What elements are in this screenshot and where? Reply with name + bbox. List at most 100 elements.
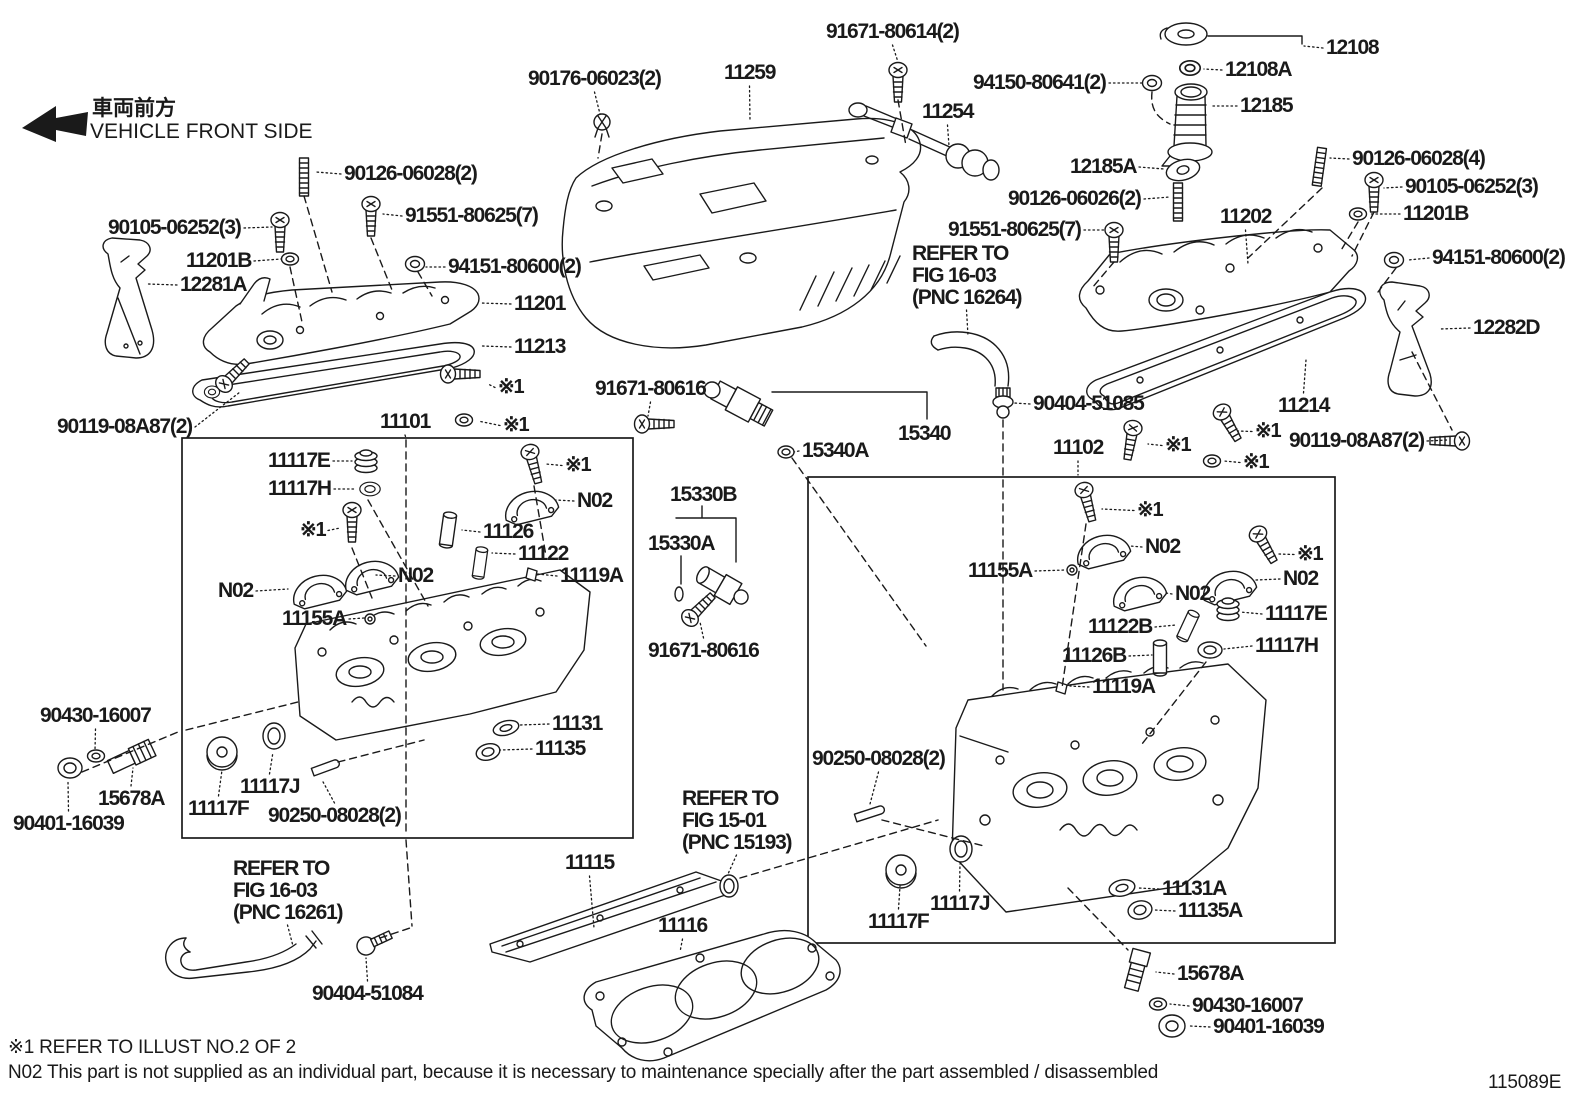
part-label-11201B-r: 11201B (1403, 202, 1469, 225)
leader-11119A-r (1069, 685, 1090, 688)
leader-91551-80625-7-l (382, 213, 403, 217)
leader-90126-06028-2 (315, 171, 342, 175)
leader-90401-16039-r (1189, 1025, 1211, 1028)
right-part-box (807, 476, 1336, 944)
part-label-11155A-r: 11155A (968, 559, 1033, 582)
leader-12282D (1439, 327, 1471, 330)
cover-gasket-11214 (1086, 287, 1367, 411)
part-label-11102: 11102 (1053, 436, 1104, 459)
leader-x1-e (1223, 460, 1241, 464)
part-label-x1-f: ※1 (1137, 499, 1164, 521)
part-label-x1-g: ※1 (1297, 543, 1324, 565)
hose-16264 (930, 331, 1014, 419)
part-label-15330A: 15330A (648, 532, 716, 555)
leader-x1-a (487, 383, 496, 389)
part-label-x1-e: ※1 (1243, 451, 1270, 473)
part-label-11155A-l: 11155A (282, 607, 347, 630)
leader-91671-80616-b (699, 621, 705, 639)
part-label-90176-06023-2: 90176-06023(2) (528, 67, 662, 90)
leader-11126 (461, 529, 481, 533)
leader-n02-l3 (375, 574, 396, 577)
part-label-n02-r3: N02 (1283, 567, 1319, 590)
leader-15678A-l (130, 767, 134, 787)
part-label-11254: 11254 (922, 100, 974, 123)
leader-x1-g (1277, 553, 1295, 556)
part-label-90105-06252-3-r: 90105-06252(3) (1405, 175, 1539, 198)
part-label-11117H-r: 11117H (1255, 634, 1319, 657)
part-label-11117F-r: 11117F (868, 910, 930, 933)
leader-x1-b (477, 420, 501, 427)
part-label-90430-16007-l: 90430-16007 (40, 704, 152, 727)
leader-ref-16261 (286, 924, 294, 947)
part-label-x1-d: ※1 (1255, 420, 1282, 442)
part-label-n02-l2: N02 (218, 579, 254, 602)
part-label-12185A: 12185A (1070, 155, 1138, 178)
cylinder-head-left-11101 (294, 569, 591, 741)
leader-11115 (588, 875, 595, 929)
part-label-15678A-l: 15678A (98, 787, 166, 810)
leader-11214 (1302, 359, 1307, 394)
leader-90250-08028-2-r (869, 771, 880, 805)
leader-n02-r2 (1165, 592, 1173, 595)
part-label-91671-80616-b: 91671-80616 (648, 639, 760, 662)
leader-11131A (1137, 887, 1160, 890)
right-lower-small-parts (1123, 947, 1186, 1038)
leader-11117F-r (897, 885, 901, 910)
leader-90401-16039-l (67, 781, 70, 812)
part-label-11131: 11131 (552, 712, 603, 735)
leader-x1-i (545, 463, 563, 467)
part-label-11131A: 11131A (1162, 877, 1227, 900)
leader-90176-06023-2 (593, 91, 601, 115)
leader-11117F-l (217, 769, 223, 797)
part-label-11201B-l: 11201B (186, 249, 252, 272)
leader-11117J-r (958, 863, 961, 892)
part-label-11117E-l: 11117E (268, 449, 331, 472)
leader-90430-16007-r (1169, 1003, 1190, 1007)
leader-11155A-r (1034, 569, 1067, 572)
part-label-90126-06028-4: 90126-06028(4) (1352, 147, 1486, 170)
part-label-x1-c: ※1 (1165, 434, 1192, 456)
part-label-11115: 11115 (565, 851, 615, 874)
leader-90430-16007-l (94, 728, 97, 751)
leader-90250-08028-2-l (321, 779, 336, 804)
part-label-11135: 11135 (535, 737, 586, 760)
leader-90105-06252-3-l (243, 226, 273, 229)
leader-90105-06252-3-r (1383, 186, 1403, 189)
part-label-11116: 11116 (658, 914, 708, 937)
part-label-90250-08028-2-l: 90250-08028(2) (268, 804, 402, 827)
part-label-12282D: 12282D (1473, 316, 1541, 339)
leader-11117H-r (1223, 645, 1253, 650)
leader-11122 (491, 552, 516, 555)
leader-90119-08A87-2-l (194, 391, 241, 428)
part-label-n02-r2: N02 (1175, 582, 1211, 605)
part-label-12281A: 12281A (180, 273, 248, 296)
leader-90404-51085 (1013, 402, 1031, 405)
part-label-11119A-l: 11119A (560, 564, 624, 587)
leader-90126-06028-4 (1329, 157, 1350, 160)
leader-11213 (481, 345, 512, 348)
cylinder-head-right-11102 (951, 661, 1267, 913)
part-label-15340A: 15340A (802, 439, 870, 462)
part-label-ref-16264: REFER TO FIG 16-03 (PNC 16264) (912, 242, 1023, 309)
part-label-90401-16039-r: 90401-16039 (1213, 1015, 1325, 1038)
leader-11201 (479, 302, 512, 305)
leader-n02-r1 (1129, 545, 1143, 548)
leader-x1-f (1101, 508, 1135, 512)
part-label-11117H-l: 11117H (268, 477, 332, 500)
leader-11117J-l (268, 751, 274, 775)
part-label-11126: 11126 (483, 520, 534, 543)
leader-11116 (679, 938, 684, 953)
part-label-11213: 11213 (514, 335, 566, 358)
part-label-ref-16261: REFER TO FIG 16-03 (PNC 16261) (233, 857, 344, 924)
leader-11202 (1244, 229, 1249, 265)
part-label-n02-l1: N02 (577, 489, 613, 512)
part-label-90404-51085: 90404-51085 (1033, 392, 1145, 415)
part-label-x1-i: ※1 (565, 454, 592, 476)
leader-12108A (1203, 68, 1223, 71)
part-label-n02-l3: N02 (398, 564, 434, 587)
right-box-small-parts (853, 479, 1283, 920)
tube-gasket-12185A (1165, 158, 1201, 182)
part-label-11259: 11259 (724, 61, 776, 84)
